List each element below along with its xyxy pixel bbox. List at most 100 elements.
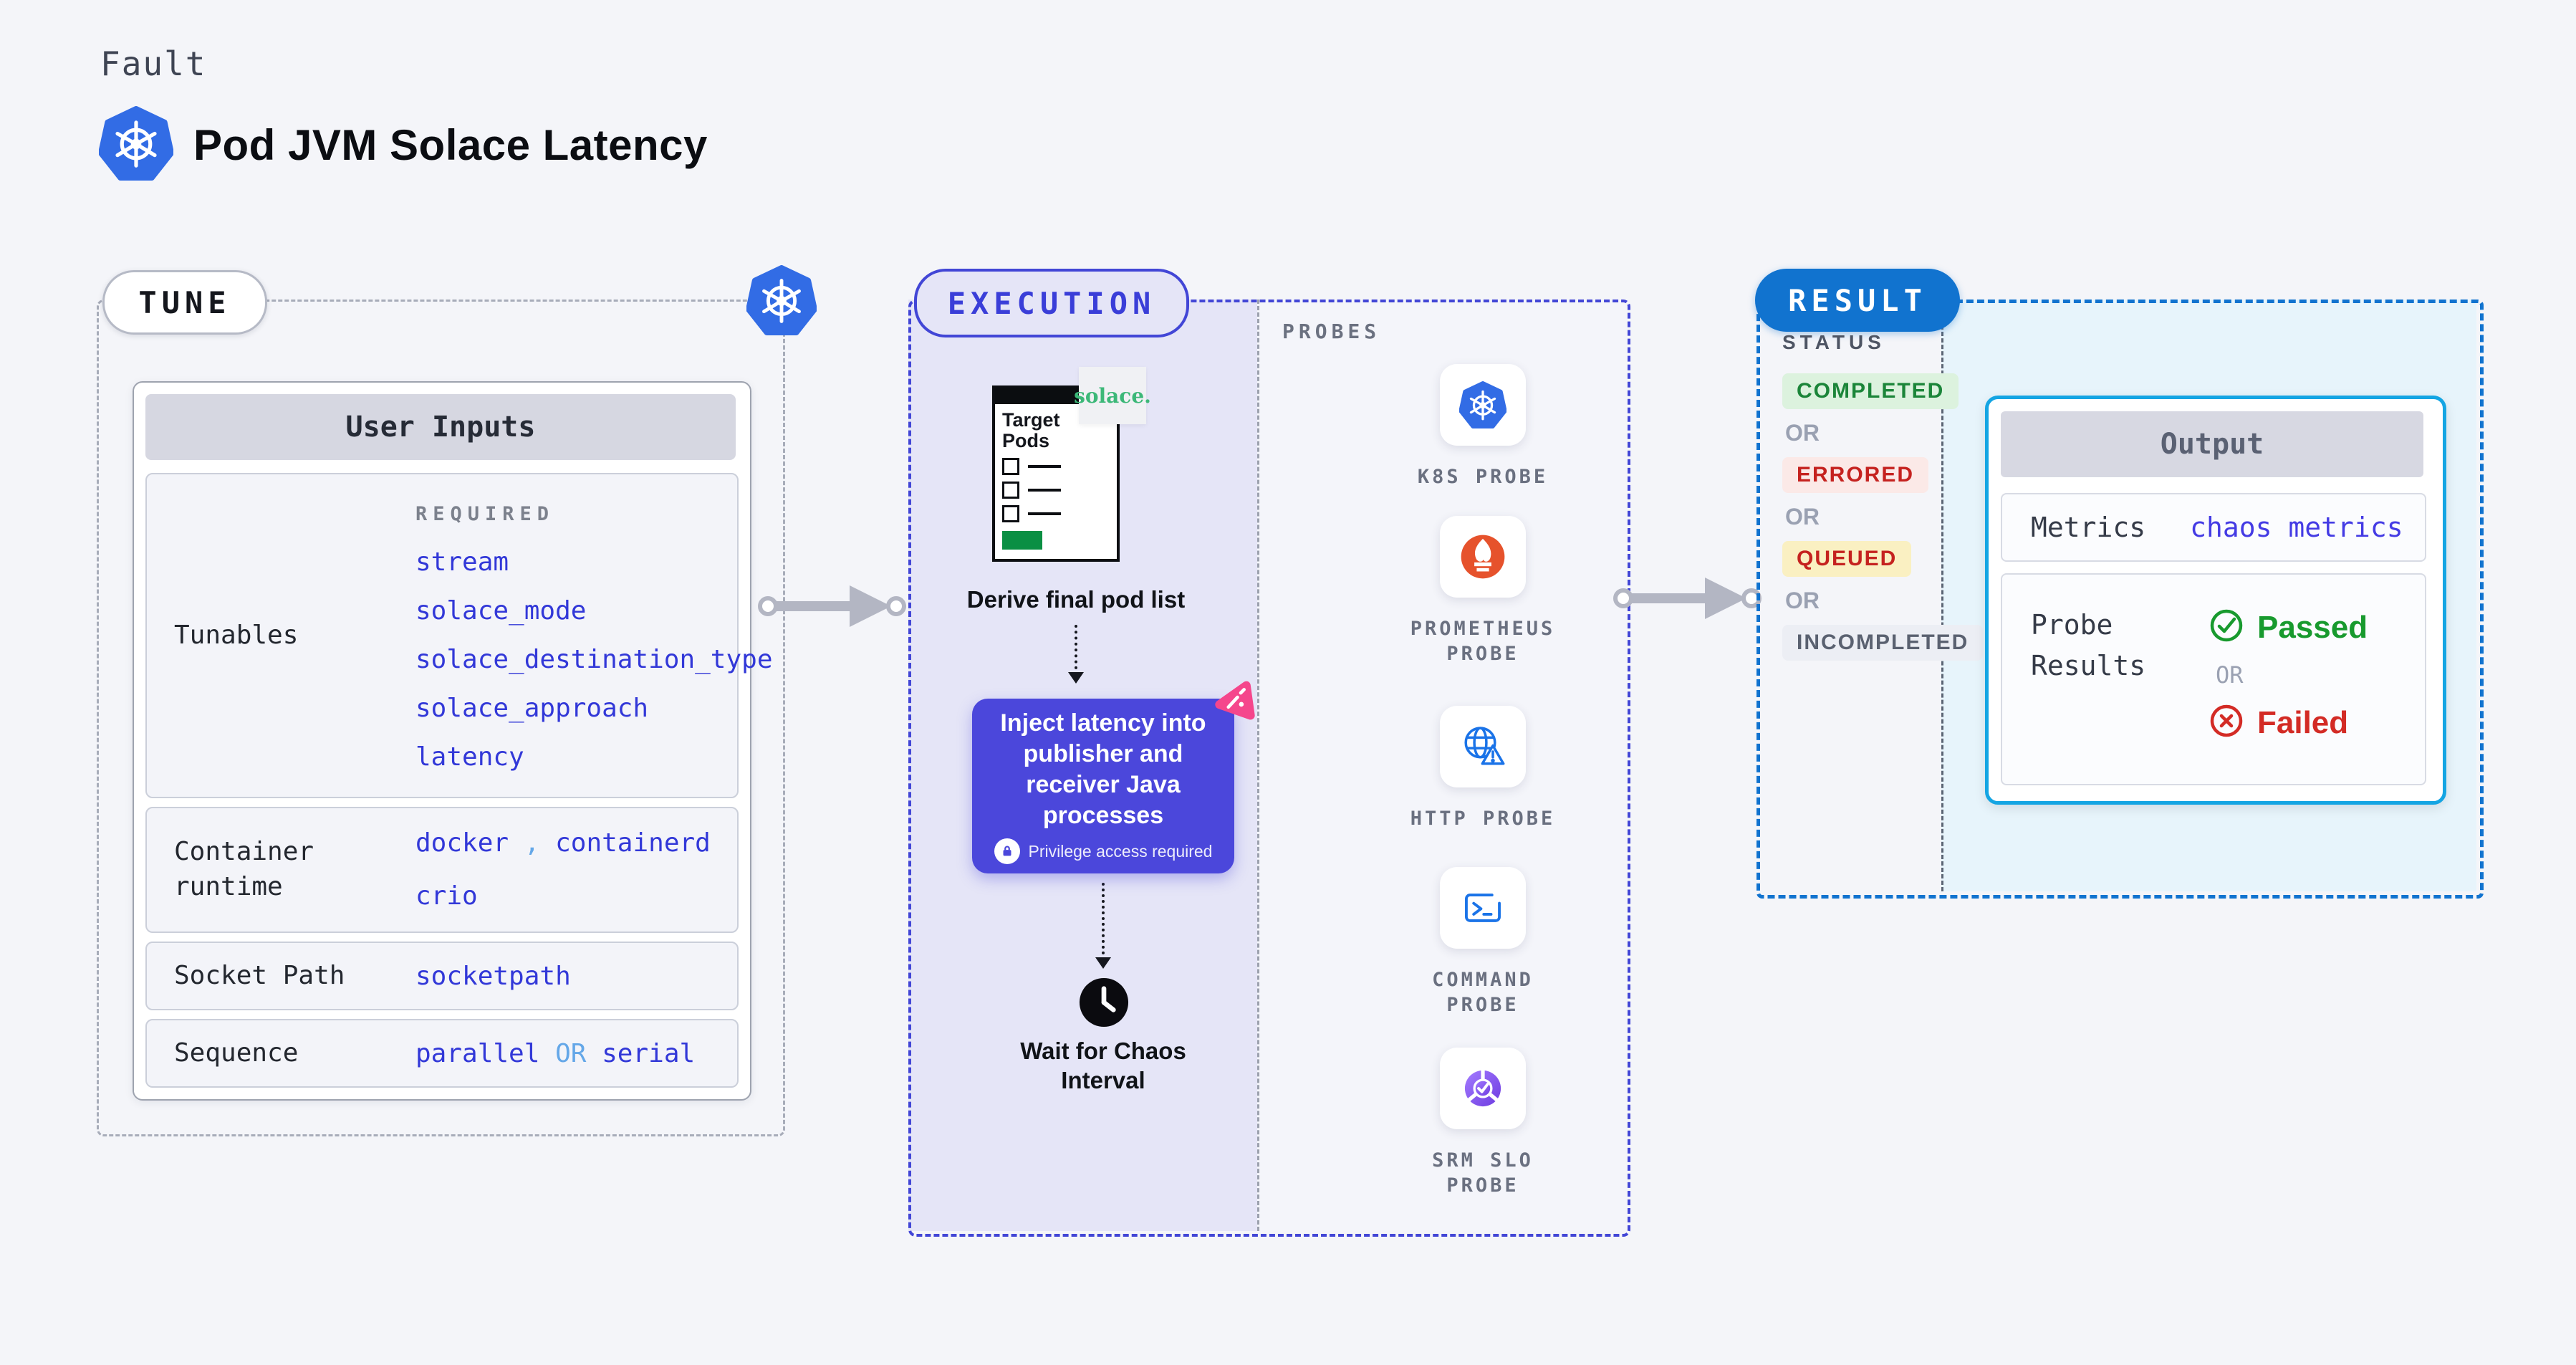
slo-donut-check-icon	[1440, 1048, 1526, 1129]
flow-dotted-line	[1102, 883, 1105, 954]
sequence-row: Sequence parallel OR serial	[145, 1019, 739, 1088]
probes-heading: PROBES	[1282, 320, 1381, 343]
privilege-row: Privilege access required	[994, 838, 1213, 864]
probe-label: K8S PROBE	[1417, 466, 1549, 488]
failed-label: Failed	[2257, 704, 2349, 740]
kubernetes-icon	[746, 265, 817, 339]
tunable-value: solace_mode	[415, 596, 587, 626]
probe-label: COMMAND PROBE	[1432, 969, 1534, 1017]
target-pods-title: Target Pods	[1002, 409, 1060, 452]
or-label: OR	[2216, 661, 2244, 689]
probe-label: SRM SLO PROBE	[1432, 1149, 1534, 1197]
tunable-value: solace_destination_type	[415, 645, 773, 674]
terminal-icon	[1440, 867, 1526, 949]
container-runtime-values: docker , containerd crio	[415, 817, 711, 923]
inject-latency-step: Inject latency into publisher and receiv…	[972, 699, 1234, 873]
pod-list-item	[1002, 458, 1110, 476]
probe-item-prometheus: PROMETHEUS PROBE	[1372, 516, 1594, 666]
probe-results-label: Probe Results	[2031, 609, 2146, 681]
socket-path-value: socketpath	[415, 961, 571, 991]
pod-list-item	[1002, 505, 1110, 523]
container-runtime-label: Container runtime	[174, 837, 314, 901]
privilege-label: Privilege access required	[1028, 841, 1213, 861]
metrics-row: Metrics chaos metrics	[2001, 493, 2426, 562]
probe-item-command: COMMAND PROBE	[1372, 867, 1594, 1017]
checkbox-icon	[1002, 505, 1019, 523]
sequence-value: serial	[602, 1038, 696, 1068]
required-tag: REQUIRED	[415, 503, 555, 525]
metrics-label: Metrics	[2031, 511, 2146, 543]
flow-arrow-execution-to-result	[1613, 573, 1764, 627]
execution-section-box	[908, 300, 1630, 1237]
tunable-value: stream	[415, 547, 509, 577]
wait-for-chaos-label: Wait for Chaos Interval	[1020, 1038, 1186, 1094]
status-heading: STATUS	[1782, 331, 1885, 353]
http-globe-warning-icon	[1440, 706, 1526, 787]
runtime-separator: ,	[524, 828, 540, 858]
tunable-value: solace_approach	[415, 694, 649, 723]
kubernetes-icon	[97, 106, 175, 184]
result-section-box	[1756, 300, 2484, 899]
failed-row: Failed	[2209, 703, 2368, 742]
runtime-value: docker	[415, 828, 509, 858]
socket-path-label: Socket Path	[174, 960, 345, 990]
user-inputs-title: User Inputs	[145, 394, 736, 460]
socket-path-row: Socket Path socketpath	[145, 942, 739, 1010]
status-badge-completed: COMPLETED	[1782, 373, 1959, 409]
page-title: Pod JVM Solace Latency	[193, 121, 708, 169]
status-badge-errored: ERRORED	[1782, 457, 1929, 493]
status-column: STATUS COMPLETED OR ERRORED OR QUEUED OR…	[1782, 331, 1984, 661]
green-button-shape	[1002, 531, 1042, 550]
or-label: OR	[1785, 420, 1820, 446]
tunables-row: Tunables REQUIRED stream solace_mode sol…	[145, 473, 773, 798]
pod-list-item	[1002, 482, 1110, 499]
probe-label: HTTP PROBE	[1410, 808, 1556, 830]
solace-logo: solace.	[1074, 367, 1151, 424]
tunable-value: latency	[415, 742, 524, 772]
pod-line	[1028, 512, 1061, 516]
flow-dotted-line	[1075, 625, 1077, 669]
flow-arrowhead	[1068, 672, 1084, 684]
fault-kicker: Fault	[100, 44, 207, 83]
pod-line	[1028, 465, 1061, 469]
execution-badge: EXECUTION	[914, 269, 1189, 337]
result-badge: RESULT	[1755, 269, 1960, 332]
probe-item-srm-slo: SRM SLO PROBE	[1372, 1048, 1594, 1198]
probe-results-values: Passed OR Failed	[2209, 608, 2368, 742]
checkbox-icon	[1002, 458, 1019, 476]
runtime-value: containerd	[555, 828, 711, 858]
status-badge-incompleted: INCOMPLETED	[1782, 625, 1984, 661]
or-label: OR	[1785, 588, 1820, 613]
prometheus-icon	[1440, 516, 1526, 598]
flow-arrowhead	[1095, 957, 1111, 969]
execution-probes-divider	[1257, 300, 1259, 1231]
clock-icon	[1077, 976, 1130, 1033]
or-label: OR	[1785, 504, 1820, 530]
kubernetes-icon	[1440, 364, 1526, 446]
checkbox-icon	[1002, 482, 1019, 499]
lock-icon	[994, 838, 1020, 864]
probe-item-http: HTTP PROBE	[1372, 706, 1594, 831]
sequence-or: OR	[555, 1038, 587, 1068]
status-badge-queued: QUEUED	[1782, 541, 1912, 577]
result-divider	[1941, 300, 1943, 891]
flow-arrow-tune-to-execution	[758, 581, 908, 635]
sequence-value: parallel	[415, 1038, 540, 1068]
inject-latency-label: Inject latency into publisher and receiv…	[1000, 709, 1206, 829]
check-circle-icon	[2209, 608, 2244, 647]
passed-label: Passed	[2257, 609, 2368, 645]
metrics-value: chaos metrics	[2190, 512, 2403, 543]
tunables-label: Tunables	[174, 620, 299, 650]
passed-row: Passed	[2209, 608, 2368, 647]
runtime-value: crio	[415, 881, 478, 911]
probe-item-k8s: K8S PROBE	[1372, 364, 1594, 489]
sequence-label: Sequence	[174, 1038, 299, 1068]
tune-badge: TUNE	[102, 270, 267, 335]
probe-results-row: Probe Results Passed OR	[2001, 573, 2426, 785]
tune-section-box	[97, 300, 785, 1136]
chaos-pink-icon	[1211, 678, 1258, 729]
derive-pod-list-label: Derive final pod list	[966, 586, 1186, 613]
output-title: Output	[2001, 411, 2423, 477]
probe-label: PROMETHEUS PROBE	[1410, 618, 1556, 666]
